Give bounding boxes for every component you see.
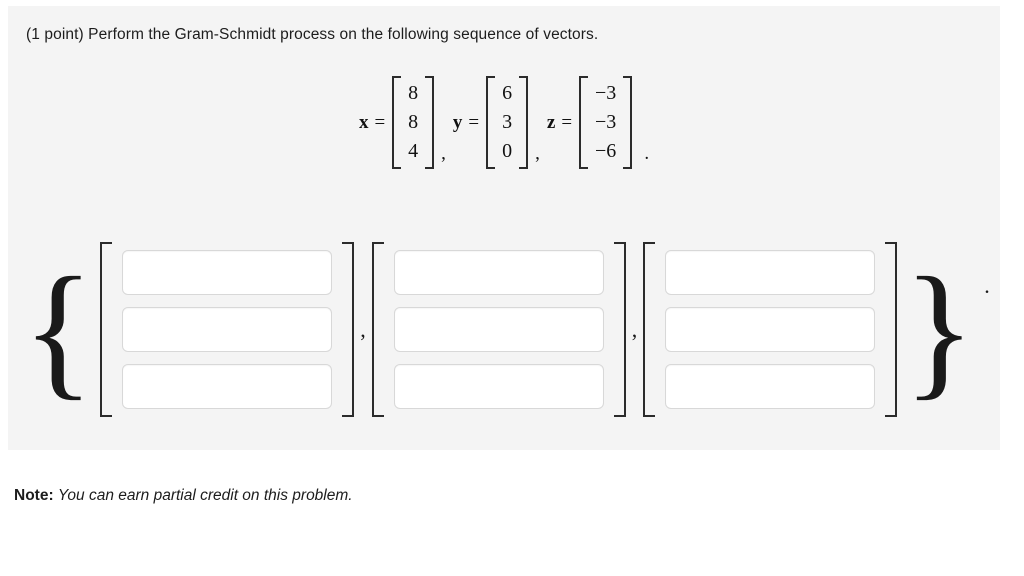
vector-label-z: z [546, 111, 556, 133]
answer-input-v1-row2[interactable] [122, 307, 333, 352]
answer-input-v2-row2[interactable] [393, 307, 604, 352]
vector-entries-y: 6 3 0 [495, 76, 519, 169]
vector-y-entry-1: 6 [502, 82, 513, 104]
vector-y-entry-3: 0 [502, 140, 513, 162]
vector-x-entry-2: 8 [408, 111, 419, 133]
answer-separator-2: , [631, 316, 638, 342]
vector-x-entry-1: 8 [408, 82, 419, 104]
equation-end-period: . [644, 143, 650, 164]
answer-vector-2 [371, 242, 626, 417]
answer-input-v3-row2[interactable] [665, 307, 876, 352]
answer-input-v1-row3[interactable] [122, 364, 333, 409]
answer-separator-1: , [360, 316, 366, 342]
vector-x-entry-3: 4 [408, 140, 419, 162]
answer-input-v3-row3[interactable] [665, 364, 876, 409]
vector-entries-x: 8 8 4 [401, 76, 425, 169]
answer-input-v2-row3[interactable] [393, 364, 604, 409]
vector-z-entry-1: −3 [595, 82, 617, 104]
answer-bracket-right-2 [613, 242, 626, 417]
equals-sign-z: = [561, 111, 573, 133]
answer-bracket-right-1 [342, 242, 355, 417]
answer-input-v2-row1[interactable] [393, 250, 604, 295]
given-vector-x: x = 8 8 4 [358, 76, 435, 169]
note-label: Note: [14, 487, 54, 504]
note-text: You can earn partial credit on this prob… [57, 487, 353, 504]
answer-trailing-period: . [984, 273, 990, 298]
answer-column-2 [384, 242, 614, 417]
answer-input-v3-row1[interactable] [665, 250, 876, 295]
set-close-brace: } [903, 246, 976, 413]
bracket-left-z [579, 76, 589, 169]
problem-panel: (1 point) Perform the Gram-Schmidt proce… [8, 6, 1000, 450]
answer-column-3 [655, 242, 885, 417]
bracket-right-z [623, 76, 633, 169]
equals-sign-x: = [374, 111, 386, 133]
separator-after-y: , [535, 143, 540, 164]
answer-input-v1-row1[interactable] [122, 250, 333, 295]
given-vectors-equation: x = 8 8 4 , y = 6 3 0 [8, 76, 1000, 169]
answer-column-1 [112, 242, 342, 417]
vector-z-entry-2: −3 [595, 111, 617, 133]
answer-vector-3 [643, 242, 898, 417]
vector-label-y: y [452, 111, 463, 133]
partial-credit-note: Note: You can earn partial credit on thi… [14, 487, 353, 505]
problem-prompt: (1 point) Perform the Gram-Schmidt proce… [26, 26, 599, 43]
answer-entry-row: { , [8, 242, 1000, 417]
separator-after-x: , [441, 143, 446, 164]
bracket-left-y [486, 76, 496, 169]
set-open-brace: { [22, 246, 95, 413]
answer-bracket-right-3 [885, 242, 898, 417]
equals-sign-y: = [468, 111, 480, 133]
answer-bracket-left-3 [643, 242, 656, 417]
given-vector-z: z = −3 −3 −6 [546, 76, 633, 169]
vector-y-entry-2: 3 [502, 111, 513, 133]
given-vector-y: y = 6 3 0 [452, 76, 529, 169]
bracket-left-x [392, 76, 402, 169]
answer-bracket-left-1 [100, 242, 113, 417]
bracket-right-x [425, 76, 435, 169]
vector-label-x: x [358, 111, 369, 133]
vector-entries-z: −3 −3 −6 [588, 76, 623, 169]
answer-vector-1 [100, 242, 355, 417]
bracket-right-y [519, 76, 529, 169]
vector-z-entry-3: −6 [595, 140, 617, 162]
answer-bracket-left-2 [371, 242, 384, 417]
